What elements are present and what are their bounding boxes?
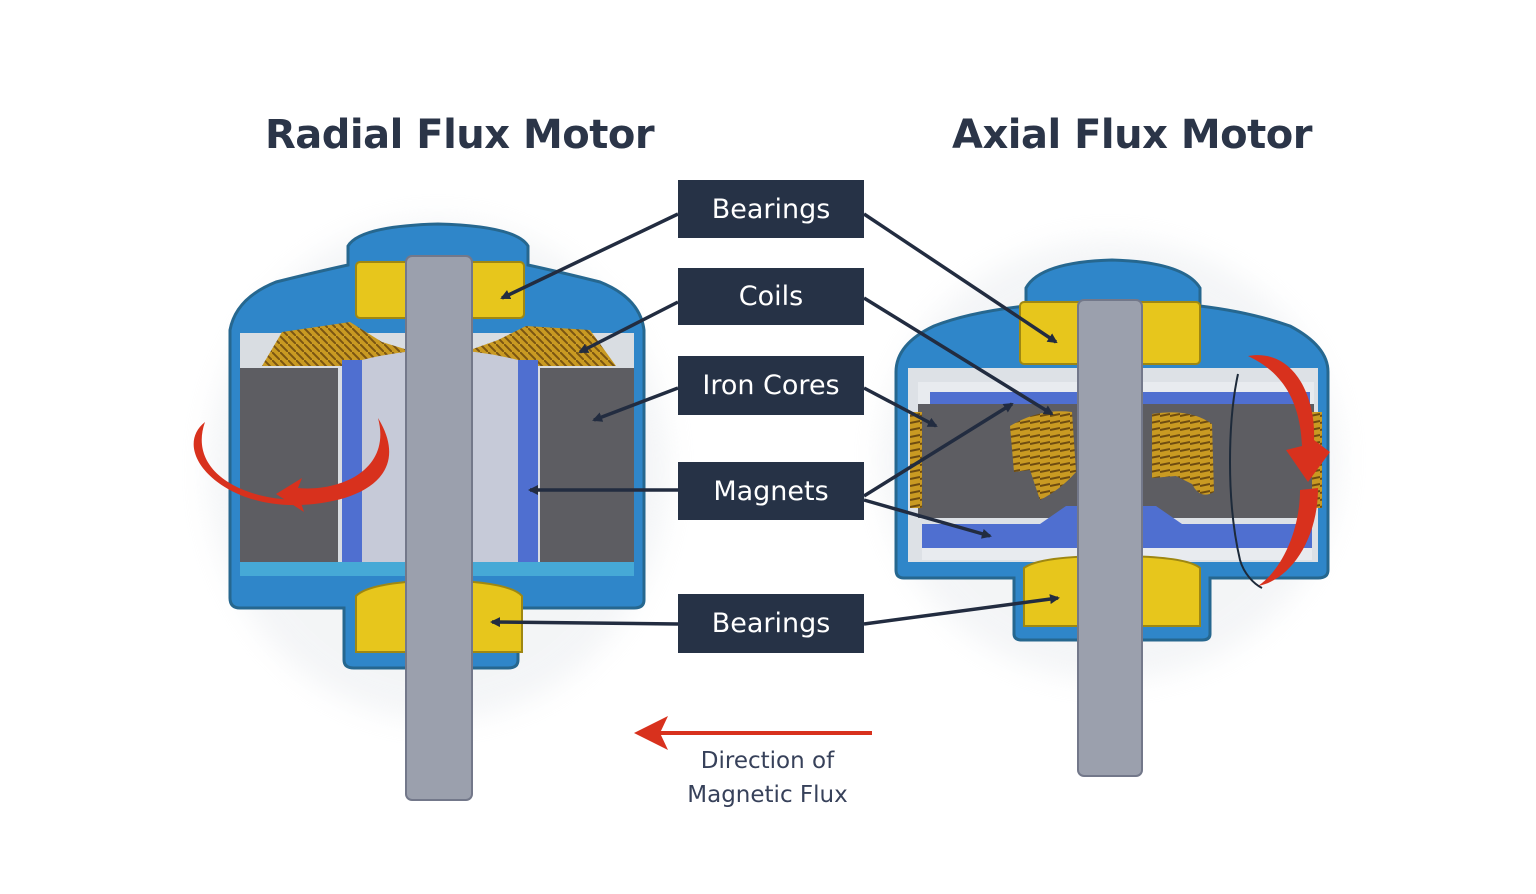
- flux-direction-arrow: [634, 716, 872, 750]
- flux-caption-line1: Direction of: [700, 748, 835, 774]
- label-bearings-top: Bearings: [678, 180, 864, 238]
- radial-iron-core-right: [540, 368, 634, 562]
- axial-shaft: [1077, 299, 1143, 777]
- label-coils: Coils: [678, 268, 864, 325]
- flux-direction-caption: Direction of Magnetic Flux: [660, 744, 875, 812]
- radial-motor-title: Radial Flux Motor: [265, 112, 655, 158]
- label-iron-cores: Iron Cores: [678, 356, 864, 415]
- axial-coils-right: [1152, 412, 1214, 495]
- line-coils-left: [578, 300, 679, 354]
- line-coils-right: [863, 296, 1054, 416]
- radial-shaft: [405, 255, 473, 801]
- radial-coils: [262, 322, 616, 366]
- axial-coils-left: [1010, 411, 1076, 500]
- line-magnets-right-down: [863, 498, 992, 539]
- radial-magnet-left: [342, 360, 362, 562]
- radial-magnet-right: [518, 360, 538, 562]
- line-bearings-bottom-left: [490, 617, 679, 628]
- radial-motor: [193, 220, 668, 801]
- radial-rotation-arrow: [193, 418, 390, 512]
- flux-caption-line2: Magnetic Flux: [687, 782, 848, 808]
- label-magnets: Magnets: [678, 462, 864, 520]
- callout-lines: [490, 212, 1060, 628]
- radial-iron-core-left: [240, 368, 338, 562]
- line-bearings-top-right: [863, 212, 1058, 344]
- label-bearings-bottom: Bearings: [678, 594, 864, 653]
- axial-motor-title: Axial Flux Motor: [952, 112, 1312, 158]
- axial-motor: [880, 240, 1340, 777]
- axial-rotation-arrow: [1248, 355, 1330, 482]
- line-bearings-top-left: [500, 212, 679, 300]
- line-iron-right: [863, 386, 938, 428]
- line-iron-left: [592, 386, 679, 422]
- line-magnets-right-up: [863, 402, 1014, 498]
- line-bearings-bottom-right: [863, 594, 1060, 626]
